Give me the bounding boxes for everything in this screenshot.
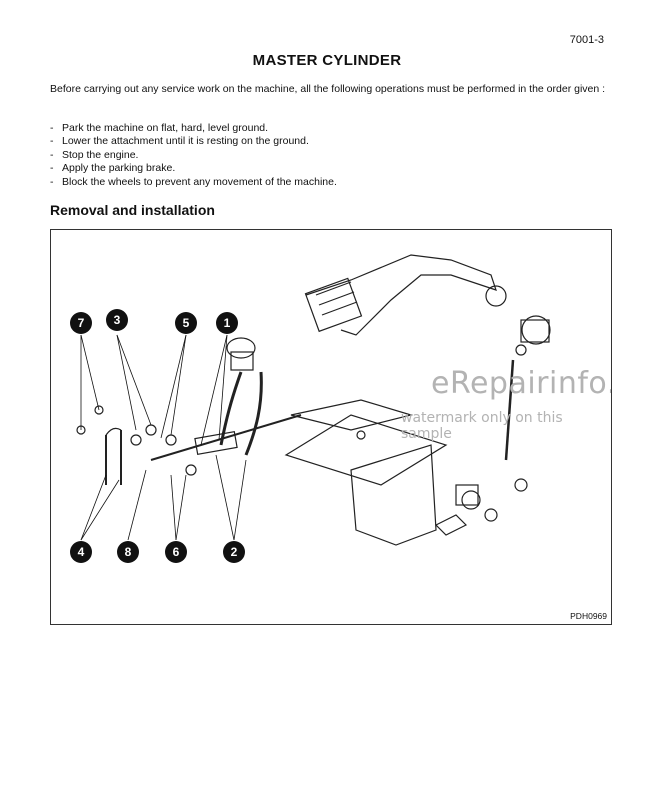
callout-label: 4 bbox=[78, 545, 85, 559]
callout-3 bbox=[106, 309, 128, 331]
section-heading: Removal and installation bbox=[50, 202, 215, 218]
exploded-view-drawing: 7 3 5 1 4 8 6 2 bbox=[70, 254, 551, 563]
callout-label: 5 bbox=[183, 316, 190, 330]
figure-reference: PDH0969 bbox=[570, 611, 607, 621]
list-item: -Apply the parking brake. bbox=[50, 162, 176, 175]
callout-label: 2 bbox=[231, 545, 238, 559]
list-item: -Park the machine on flat, hard, level g… bbox=[50, 122, 269, 134]
list-item: -Lower the attachment until it is restin… bbox=[50, 135, 309, 148]
watermark: eRepairinfo.com bbox=[431, 366, 611, 401]
callout-label: 1 bbox=[224, 316, 231, 330]
page-title: MASTER CYLINDER bbox=[252, 52, 402, 69]
callout-label: 8 bbox=[125, 545, 132, 559]
callout-8 bbox=[117, 541, 139, 563]
callout-label: 6 bbox=[173, 545, 180, 559]
callout-label: 3 bbox=[114, 313, 121, 327]
safety-steps-list: -Park the machine on flat, hard, level g… bbox=[50, 122, 337, 189]
callout-label: 7 bbox=[78, 316, 85, 330]
callout-2 bbox=[223, 541, 245, 563]
callout-1 bbox=[216, 312, 238, 334]
master-cylinder-diagram: 7 3 5 1 4 8 6 2 eRepairinfo.com watermar… bbox=[50, 229, 612, 625]
callout-4 bbox=[70, 541, 92, 563]
callout-6 bbox=[165, 541, 187, 563]
list-item: -Stop the engine. bbox=[50, 148, 139, 161]
watermark-note: watermark only on this sample bbox=[401, 410, 563, 442]
intro-paragraph: Before carrying out any service work on … bbox=[50, 83, 606, 95]
callout-5 bbox=[175, 312, 197, 334]
callout-7 bbox=[70, 312, 92, 334]
page-number: 7001-3 bbox=[569, 34, 604, 46]
list-item: -Block the wheels to prevent any movemen… bbox=[50, 175, 337, 188]
